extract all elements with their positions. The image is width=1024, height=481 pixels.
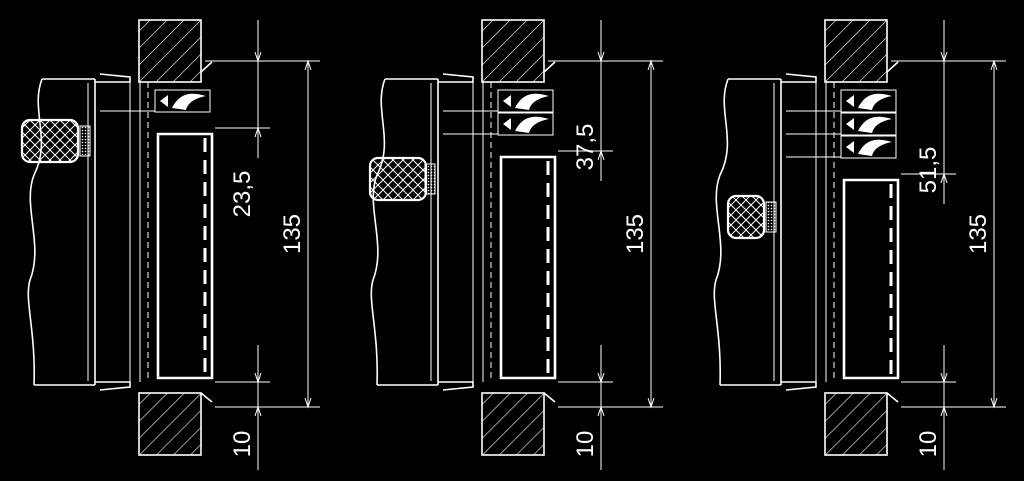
seal-profile <box>20 118 80 164</box>
blade-vane <box>858 116 892 133</box>
seal-foam <box>79 125 91 157</box>
cavity <box>499 155 557 380</box>
seal-foam <box>765 201 777 233</box>
blade-housing <box>840 89 897 113</box>
dim-total-arrows <box>304 59 312 409</box>
blade-arrow-icon <box>846 95 854 107</box>
dim-top-arrows <box>254 51 262 138</box>
blade-arrow-icon <box>846 141 854 153</box>
frame-bottom-lip <box>95 381 131 391</box>
blade-arrow-icon <box>160 95 168 107</box>
detail-1: 23,5 135 10 <box>20 19 320 470</box>
frame-bottom-lip <box>781 381 817 391</box>
blade-vane <box>172 93 206 110</box>
dim-total-arrows <box>990 59 998 409</box>
frame-clip <box>543 61 556 403</box>
cavity <box>156 132 214 380</box>
dim-bottom-label: 10 <box>572 431 599 458</box>
dim-top-label: 23,5 <box>229 171 256 218</box>
blade-housing <box>497 112 554 136</box>
dim-top-arrows <box>940 51 948 184</box>
dim-top-arrows <box>597 51 605 161</box>
detail-2: 37,5 135 10 <box>368 19 663 470</box>
dim-top-label: 37,5 <box>572 124 599 171</box>
blade-housing <box>497 89 554 113</box>
details-layer: 23,5 135 10 37,5 135 10 51,5 135 10 <box>20 19 1006 470</box>
dim-bottom-arrows <box>940 372 948 417</box>
door-break-line <box>713 78 729 386</box>
blade-housing <box>840 135 897 159</box>
door-break-line <box>370 78 386 386</box>
wall-top <box>138 19 202 83</box>
frame-clip <box>200 61 213 403</box>
dim-total-label: 135 <box>622 214 649 254</box>
wall-bottom <box>138 392 202 456</box>
cavity <box>842 178 900 380</box>
seal-profile <box>726 194 766 240</box>
frame-top-lip <box>781 73 817 83</box>
seal-foam <box>424 163 436 195</box>
dim-top-label: 51,5 <box>915 147 942 194</box>
blade-vane <box>515 116 549 133</box>
wall-bottom <box>824 392 888 456</box>
blade-arrow-icon <box>846 118 854 130</box>
dim-total-label: 135 <box>965 214 992 254</box>
blade-arrow-icon <box>503 95 511 107</box>
frame-clip <box>886 61 899 403</box>
frame-bottom-lip <box>438 381 474 391</box>
blade-vane <box>858 139 892 156</box>
blade-housing <box>154 89 211 113</box>
dim-bottom-label: 10 <box>915 431 942 458</box>
blade-arrow-icon <box>503 118 511 130</box>
wall-top <box>824 19 888 83</box>
blade-vane <box>515 93 549 110</box>
frame-top-lip <box>438 73 474 83</box>
dim-bottom-arrows <box>597 372 605 417</box>
blade-vane <box>858 93 892 110</box>
frame-top-lip <box>95 73 131 83</box>
blade-housing <box>840 112 897 136</box>
dim-total-label: 135 <box>279 214 306 254</box>
dim-total-arrows <box>647 59 655 409</box>
seal-profile <box>368 156 428 202</box>
wall-bottom <box>481 392 545 456</box>
wall-top <box>481 19 545 83</box>
detail-3: 51,5 135 10 <box>713 19 1006 470</box>
dim-bottom-arrows <box>254 372 262 417</box>
dim-bottom-label: 10 <box>229 431 256 458</box>
